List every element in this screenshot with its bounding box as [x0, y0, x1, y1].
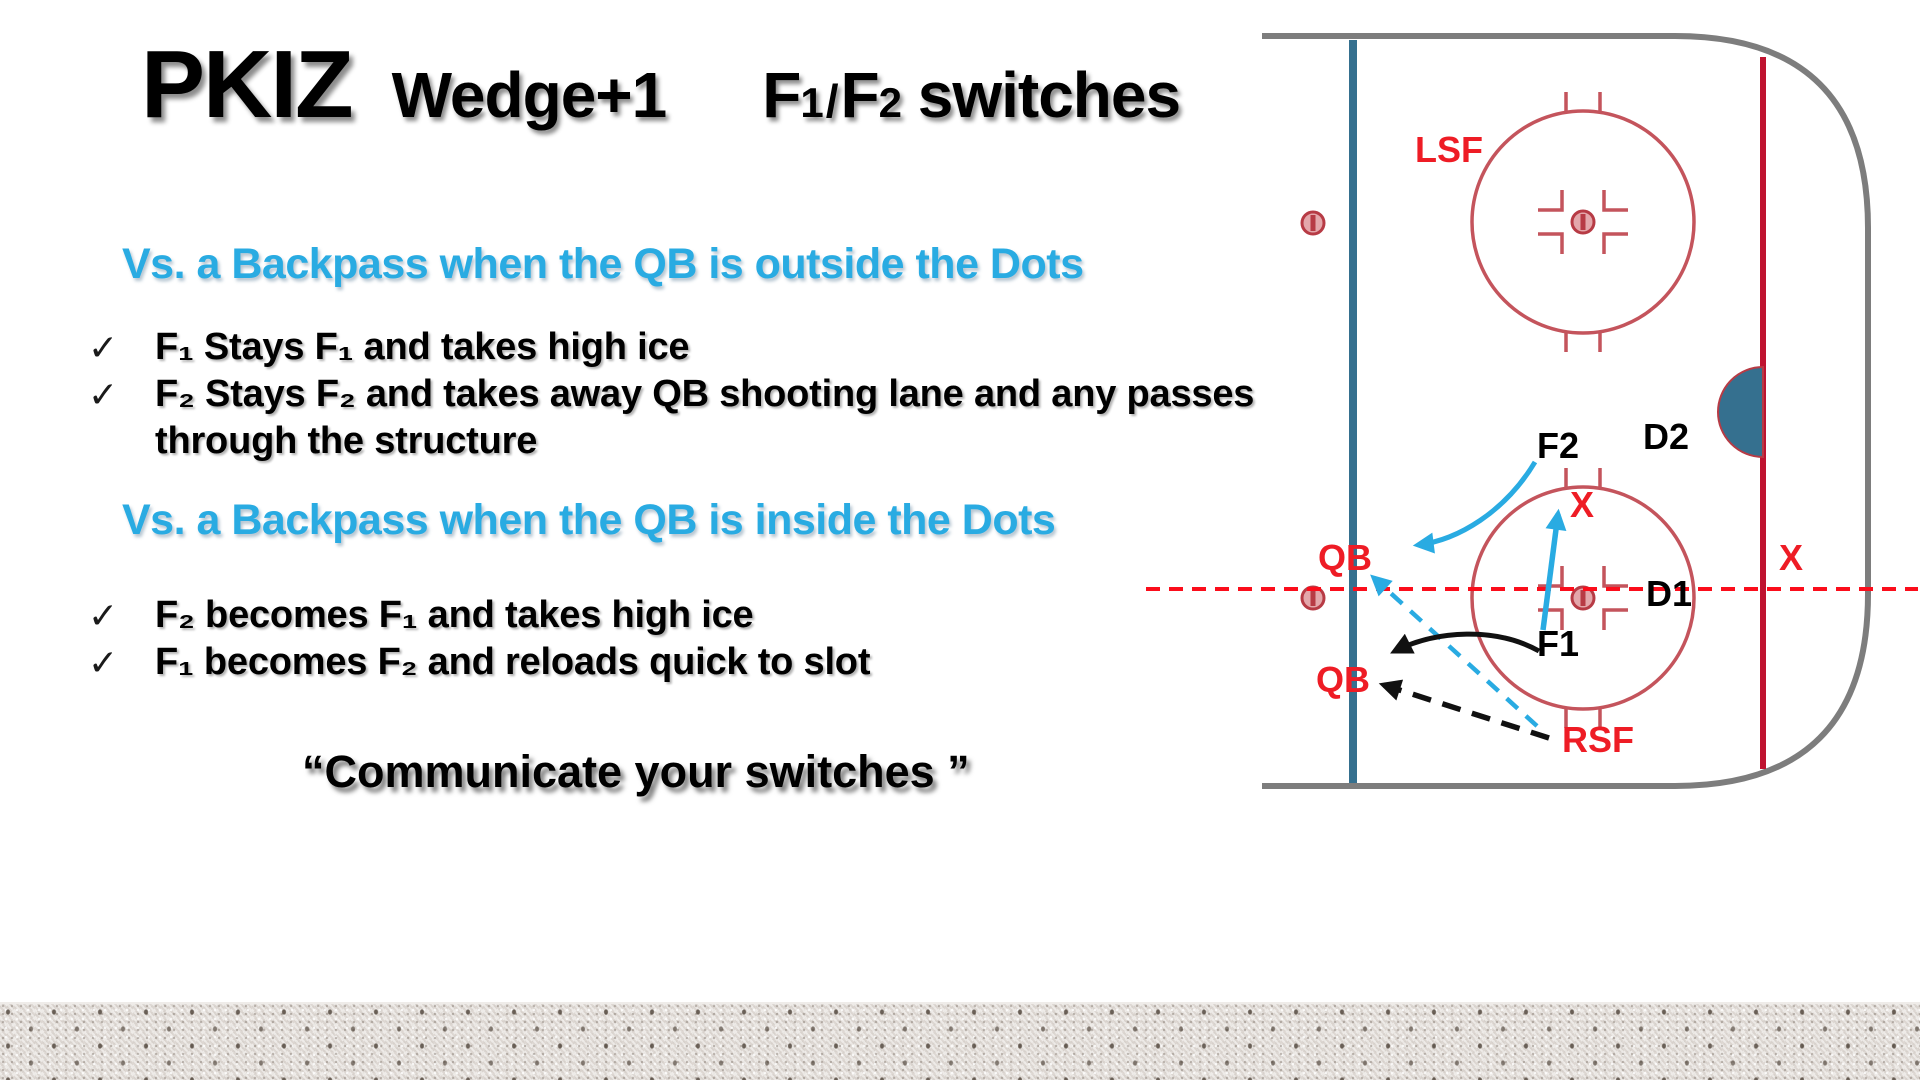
heading-qb-inside-dots: Vs. a Backpass when the QB is inside the… — [122, 496, 1056, 544]
goal-line-half-disc — [1717, 365, 1764, 459]
bullet-text: F₁ becomes F₂ and reloads quick to slot — [155, 641, 871, 683]
label-rsf: RSF — [1562, 719, 1634, 760]
list-item: ✓ F₁ becomes F₂ and reloads quick to slo… — [86, 639, 1336, 686]
label-d1: D1 — [1646, 573, 1692, 614]
slide-title: PKIZ Wedge+1 F1/F2 switches — [141, 30, 1181, 140]
neutral-zone-dot-bottom — [1300, 585, 1326, 611]
bullet-text: F₁ Stays F₁ and takes high ice — [155, 326, 690, 368]
rink-boards — [1262, 33, 1871, 789]
check-icon: ✓ — [88, 595, 119, 636]
list-item: ✓ F₁ Stays F₁ and takes high ice — [86, 324, 1336, 371]
list-item: ✓ F₂ Stays F₂ and takes away QB shooting… — [86, 371, 1336, 465]
label-lsf: LSF — [1415, 129, 1483, 170]
label-d2: D2 — [1643, 416, 1689, 457]
title-wedge-plus-1: Wedge+1 — [391, 59, 668, 131]
title-f2-digit: 2 — [878, 79, 902, 126]
list-item: ✓ F₂ becomes F₁ and takes high ice — [86, 592, 1336, 639]
arrow-f1-reload-curve — [1390, 631, 1541, 654]
faceoff-circle-bottom — [1470, 468, 1696, 728]
check-icon: ✓ — [88, 642, 119, 683]
check-icon: ✓ — [88, 327, 119, 368]
title-switches-word: switches — [900, 59, 1181, 131]
arrow-f1-to-x — [1540, 508, 1567, 631]
bullet-text: F₂ becomes F₁ and takes high ice — [155, 594, 754, 636]
title-slash: / — [825, 75, 839, 127]
label-x-wall: X — [1779, 537, 1803, 578]
bullet-list-outside: ✓ F₁ Stays F₁ and takes high ice ✓ F₂ St… — [86, 324, 1336, 465]
fabric-texture-strip — [0, 1002, 1920, 1080]
label-qb-low: QB — [1316, 659, 1370, 700]
label-qb-high: QB — [1318, 537, 1372, 578]
label-f1: F1 — [1537, 623, 1579, 664]
title-pkiz: PKIZ — [141, 31, 354, 138]
bullet-list-inside: ✓ F₂ becomes F₁ and takes high ice ✓ F₁ … — [86, 592, 1336, 686]
check-icon: ✓ — [88, 374, 119, 415]
bullet-text: F₂ Stays F₂ and takes away QB shooting l… — [155, 373, 1255, 462]
faceoff-circle-top — [1470, 92, 1696, 352]
label-x-slot: X — [1570, 484, 1594, 525]
neutral-zone-dot-top — [1300, 210, 1326, 236]
title-f1-letter: F — [762, 59, 801, 131]
title-f1-f2-switches: F1/F2 switches — [762, 58, 1181, 132]
heading-qb-outside-dots: Vs. a Backpass when the QB is outside th… — [122, 240, 1084, 288]
title-f2-letter: F — [840, 59, 880, 131]
arrow-rsf-to-qb-high-dashed — [1370, 574, 1539, 728]
quote-communicate-switches: “Communicate your switches ” — [302, 746, 970, 797]
arrow-f2-to-qb — [1412, 460, 1538, 554]
title-f1-digit: 1 — [800, 79, 823, 126]
label-f2: F2 — [1537, 425, 1579, 466]
